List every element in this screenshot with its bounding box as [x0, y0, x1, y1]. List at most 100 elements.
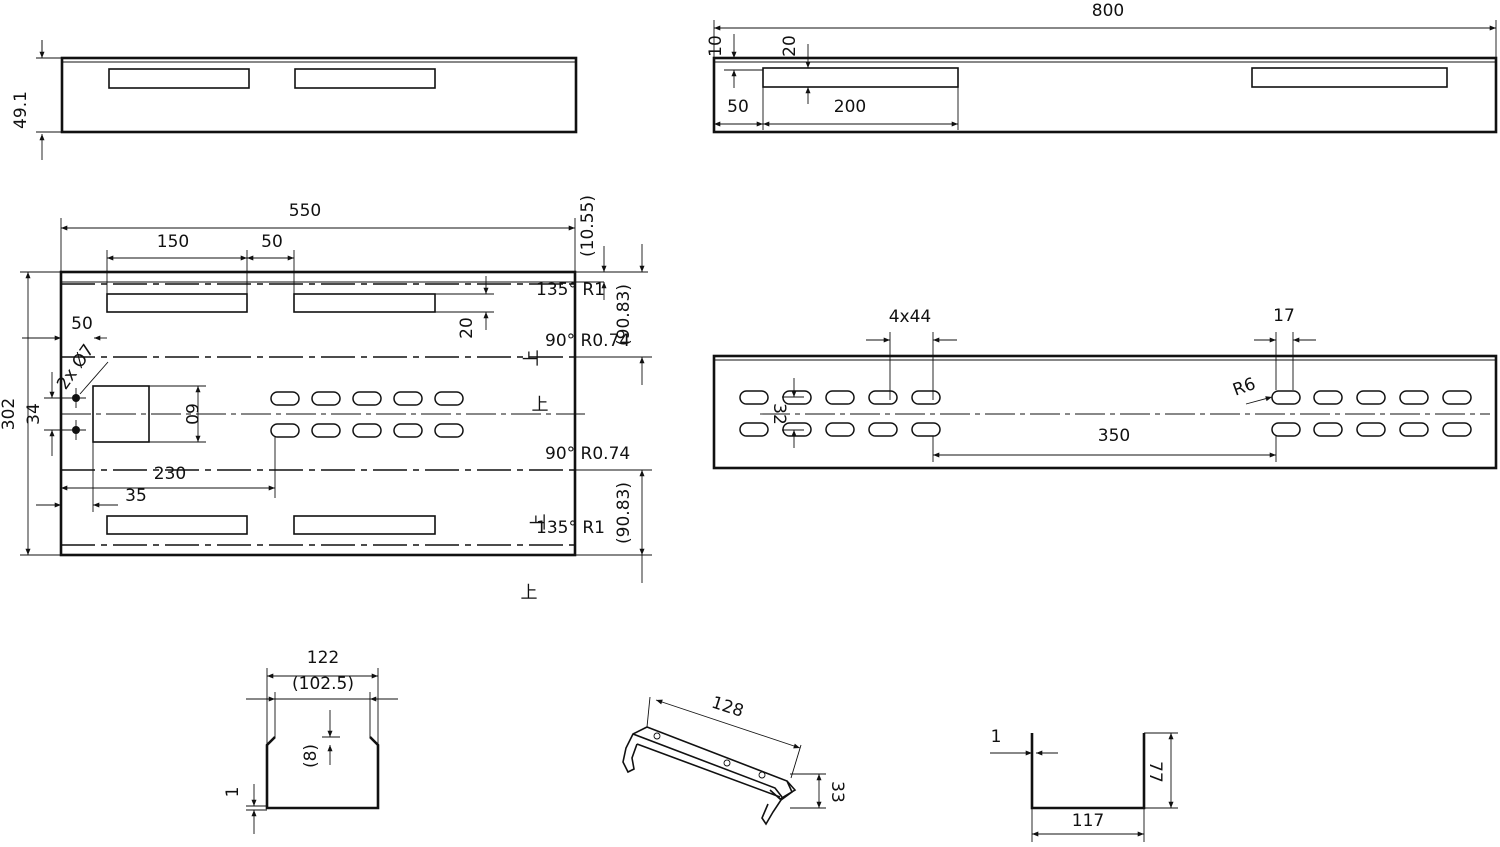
dim-gap: 350: [1098, 426, 1130, 446]
bend-mark: 上: [521, 583, 538, 603]
oval-hole: [1271, 422, 1301, 437]
dim-edge: 10: [706, 35, 726, 57]
oval-hole: [1356, 422, 1386, 437]
dim-slot-gap: 50: [261, 232, 283, 252]
slot: [762, 67, 959, 88]
dim-lip: (8): [301, 744, 321, 768]
oval-hole: [739, 390, 769, 405]
oval-hole: [825, 422, 855, 437]
slotted-strip-view: 4x44 17 R6 32 350: [712, 306, 1498, 470]
bend-135-bottom: 135° R1: [536, 518, 605, 538]
slot: [106, 293, 248, 313]
top-right-strip-view: 800 10 20 50 200: [706, 1, 1498, 134]
dim-inner-width: (102.5): [292, 674, 354, 694]
strip-outline: [712, 354, 1498, 470]
oval-hole: [782, 390, 812, 405]
oval-hole: [270, 423, 300, 438]
left-oval-holes: [782, 390, 941, 437]
oval-hole: [434, 423, 464, 438]
oval-hole: [1313, 422, 1343, 437]
oval-hole: [1271, 390, 1301, 405]
oval-hole: [352, 423, 382, 438]
flat-pattern-view: 2x Ø7 550 150 50 (10.55) (90.83) (90.83): [0, 195, 652, 603]
bend-90-bottom: 90° R0.74: [545, 444, 630, 464]
square-cutout: [92, 385, 150, 443]
oval-hole: [825, 390, 855, 405]
dim-slot-length: 150: [157, 232, 189, 252]
dim-pitch: 4x44: [889, 307, 932, 327]
oval-hole: [311, 391, 341, 406]
oval-hole: [911, 422, 941, 437]
oval-hole: [739, 422, 769, 437]
dim-flange-bottom: (90.83): [614, 482, 634, 544]
dim-width: 117: [1072, 811, 1104, 831]
oval-hole: [1399, 422, 1429, 437]
oval-hole: [1399, 390, 1429, 405]
dim-slot-height: 20: [457, 317, 477, 339]
slot: [293, 293, 436, 313]
dim-row-spacing: 32: [769, 403, 789, 425]
dim-radius: R6: [1230, 374, 1258, 401]
bend-135-top: 135° R1: [536, 280, 605, 300]
bend-mark: 上: [522, 350, 542, 367]
oval-hole: [1313, 390, 1343, 405]
dim-slot-length: 200: [834, 97, 866, 117]
u-profile: [1030, 733, 1146, 810]
bend-mark: 上: [529, 514, 549, 531]
slot: [294, 68, 436, 89]
slot: [108, 68, 250, 89]
dim-height: 77: [1145, 761, 1165, 783]
hole: [723, 759, 731, 767]
hole: [758, 771, 766, 779]
bend-90-top: 90° R0.74: [545, 331, 630, 351]
dim-slot-width: 17: [1273, 306, 1295, 326]
dim-thickness: 1: [991, 727, 1002, 747]
dim-thickness: 1: [223, 787, 243, 798]
oval-hole: [1356, 390, 1386, 405]
strip-outline: [712, 56, 1498, 134]
oval-hole: [393, 423, 423, 438]
oval-hole: [911, 390, 941, 405]
dim-square: 60: [181, 403, 201, 425]
oval-hole: [782, 422, 812, 437]
oval-hole: [868, 422, 898, 437]
strip-outline: [60, 56, 578, 134]
dim-edge-offset: 50: [71, 314, 93, 334]
dim-length: 128: [709, 693, 746, 722]
oval-hole: [311, 423, 341, 438]
dim-slot-height: 20: [780, 35, 800, 57]
dim-top-allowance: (10.55): [578, 195, 598, 257]
dim-hole-spacing: 34: [24, 403, 44, 425]
oval-hole: [352, 391, 382, 406]
slot: [1251, 67, 1448, 88]
oval-hole: [270, 391, 300, 406]
channel-profile: [265, 736, 380, 810]
u-section-view: 1 77 117: [990, 727, 1178, 842]
dim-height: 33: [827, 781, 847, 803]
bend-mark: 上: [532, 395, 549, 415]
slot: [106, 515, 248, 535]
oval-hole: [434, 391, 464, 406]
oval-hole: [1442, 422, 1472, 437]
dim-overall: 800: [1092, 1, 1124, 21]
dim-height: 302: [0, 398, 19, 430]
hole: [653, 732, 661, 740]
bracket-iso-view: 128 33: [622, 693, 847, 826]
dim-square-offset: 35: [125, 486, 147, 506]
oval-hole-grid: [270, 391, 464, 438]
dim-offset: 50: [727, 97, 749, 117]
dim-height: 49.1: [11, 91, 31, 129]
oval-hole: [393, 391, 423, 406]
oval-hole: [1442, 390, 1472, 405]
dim-width: 550: [289, 201, 321, 221]
top-left-strip-view: 49.1: [11, 40, 578, 160]
channel-section-view: 122 (102.5) (8) 1: [223, 648, 398, 834]
oval-hole: [868, 390, 898, 405]
dim-flange-top: (90.83): [614, 284, 634, 346]
slot: [293, 515, 436, 535]
dim-width: 122: [307, 648, 339, 668]
dim-slot-start: 230: [154, 464, 186, 484]
right-oval-holes: [1271, 390, 1472, 437]
flat-outline: [59, 270, 577, 557]
